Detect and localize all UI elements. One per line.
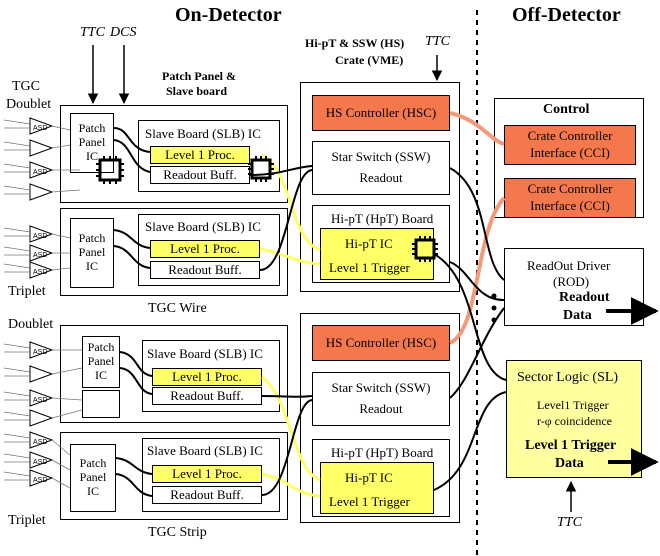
on-detector-header: On-Detector [175, 4, 282, 26]
asd-label-9: ASD [33, 459, 47, 466]
readout-links [249, 165, 313, 496]
slb-1-readout-buff: Readout Buff. [150, 166, 250, 184]
chip-icons [96, 156, 438, 262]
sector-logic-box: Sector Logic (SL) Level1 Trigger r-φ coi… [506, 360, 642, 478]
hs-crate-title-2: Crate (VME) [335, 53, 404, 67]
asd-wires [3, 119, 83, 489]
patch-panel-ic-3b [82, 390, 120, 418]
pp-slb-links [113, 127, 153, 497]
asd-label-8: ASD [33, 439, 47, 446]
dcs-label: DCS [110, 25, 137, 40]
control-title: Control [543, 102, 590, 117]
tgc-strip-label: TGC Strip [148, 525, 207, 540]
triplet-label-bottom: Triplet [8, 513, 46, 528]
patch-slave-title-1: Patch Panel & [162, 69, 236, 83]
off-detector-links [433, 167, 507, 491]
control-links [448, 111, 506, 345]
hs-crate-ttc-label: TTC [425, 34, 450, 49]
slb-2-readout-buff: Readout Buff. [150, 261, 260, 279]
asd-label-2: ASD [33, 169, 47, 176]
hpt-ic-bottom: Hi-pT IC Level 1 Trigger [320, 462, 434, 514]
tgc-wire-label: TGC Wire [148, 301, 207, 316]
trigger-links [259, 153, 321, 498]
ttc-bottom-label: TTC [557, 515, 582, 530]
off-detector-header: Off-Detector [512, 4, 621, 26]
ellipsis-dots [491, 293, 497, 323]
hs-controller-top: HS Controller (HSC) [312, 95, 450, 131]
hs-crate-title-1: Hi-pT & SSW (HS) [305, 36, 405, 50]
triplet-label-top: Triplet [8, 284, 46, 299]
asd-label-1: ASD [33, 125, 47, 132]
doublet-label-bottom: Doublet [8, 317, 54, 332]
asd-label-10: ASD [33, 477, 47, 484]
asd-label-6: ASD [33, 349, 47, 356]
asd-label-5: ASD [33, 269, 47, 276]
asd-label-4: ASD [33, 252, 47, 259]
slb-1-level1-proc: Level 1 Proc. [150, 146, 250, 164]
hs-controller-bottom: HS Controller (HSC) [312, 325, 450, 361]
patch-slave-title-2: Slave board [166, 84, 228, 98]
asd-label-7: ASD [33, 397, 47, 404]
asd-group-1 [29, 117, 54, 487]
asd-label-3: ASD [33, 233, 47, 240]
slb-4-level1-proc: Level 1 Proc. [152, 465, 262, 483]
tgc-doublet-label-1: TGC [12, 79, 40, 94]
tgc-doublet-label-2: Doublet [6, 97, 52, 112]
slb-4-readout-buff: Readout Buff. [152, 486, 262, 504]
slb-3-level1-proc: Level 1 Proc. [152, 368, 262, 386]
ttc-label: TTC [80, 25, 105, 40]
star-switch-top: Star Switch (SSW)Readout [312, 141, 450, 195]
star-switch-bottom: Star Switch (SSW)Readout [312, 372, 450, 426]
slb-3-readout-buff: Readout Buff. [152, 387, 262, 405]
slb-2-level1-proc: Level 1 Proc. [150, 240, 260, 258]
